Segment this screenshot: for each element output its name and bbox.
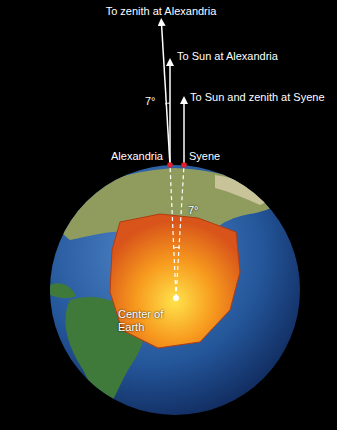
arrow-label: To Sun and zenith at Syene xyxy=(190,91,325,104)
city-dot xyxy=(167,162,173,168)
city-label: Alexandria xyxy=(111,150,163,163)
city-label: Syene xyxy=(189,150,220,163)
radius-line xyxy=(176,165,184,298)
arrow-label: To zenith at Alexandria xyxy=(106,5,217,18)
angle-label: 7° xyxy=(188,204,199,217)
angle-arc xyxy=(165,103,170,104)
center-label: Center of Earth xyxy=(118,308,170,334)
globe xyxy=(50,165,300,415)
sun-arrow xyxy=(169,62,171,165)
center-dot xyxy=(173,295,179,301)
arrow-label: To Sun at Alexandria xyxy=(177,50,278,63)
sun-arrow xyxy=(183,100,185,165)
radius-line xyxy=(170,165,176,298)
angle-label: 7° xyxy=(145,95,156,108)
land xyxy=(50,168,280,414)
angle-arc xyxy=(174,247,180,249)
city-dot xyxy=(181,162,187,168)
zenith-arrow xyxy=(161,22,170,165)
